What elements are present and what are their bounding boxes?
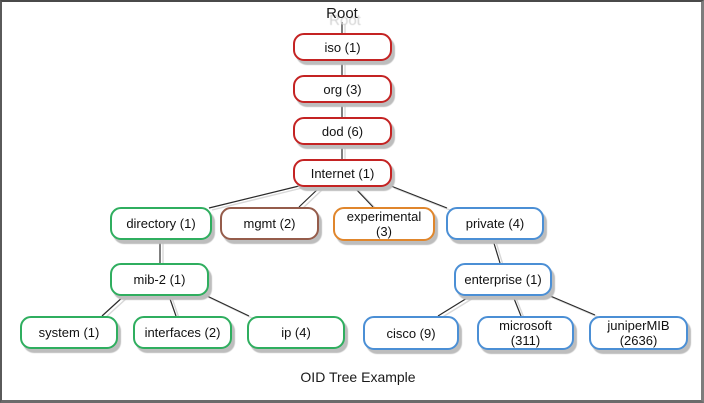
edge-internet-private [390, 185, 448, 209]
edge-shadow-mib2-interfaces [171, 297, 180, 319]
tree-node-experimental: experimental (3) [333, 207, 435, 241]
edge-mib2-system [101, 294, 126, 317]
tree-node-interfaces: interfaces (2) [133, 316, 232, 349]
edge-shadow-enterprise-microsoft [515, 297, 525, 319]
edge-shadow-internet-private [393, 187, 451, 211]
tree-node-microsoft: microsoft (311) [477, 316, 574, 350]
edge-enterprise-juniper [547, 294, 596, 316]
edge-enterprise-cisco [437, 294, 473, 317]
edge-shadow-internet-directory [211, 187, 303, 211]
tree-node-org: org (3) [293, 75, 392, 103]
tree-node-enterprise: enterprise (1) [454, 263, 552, 296]
diagram-caption: OID Tree Example [300, 369, 416, 385]
edge-shadow-mib2-system [104, 296, 129, 319]
edge-enterprise-microsoft [512, 295, 522, 317]
edge-internet-directory [208, 185, 300, 209]
tree-node-internet: Internet (1) [293, 159, 392, 187]
tree-node-juniper: juniperMIB (2636) [589, 316, 688, 350]
tree-node-iso: iso (1) [293, 33, 392, 61]
tree-node-ip: ip (4) [247, 316, 345, 349]
edge-internet-mgmt [298, 186, 321, 208]
tree-node-cisco: cisco (9) [363, 316, 459, 350]
edge-shadow-enterprise-cisco [440, 296, 476, 319]
edge-private-enterprise [492, 239, 501, 264]
root-node-label: Root [326, 5, 358, 22]
tree-node-system: system (1) [20, 316, 118, 349]
tree-node-dod: dod (6) [293, 117, 392, 145]
edge-shadow-private-enterprise [495, 241, 504, 266]
edge-shadow-enterprise-juniper [550, 296, 599, 318]
edge-shadow-internet-mgmt [301, 188, 324, 210]
tree-node-private: private (4) [446, 207, 544, 240]
tree-node-mgmt: mgmt (2) [220, 207, 319, 240]
tree-node-directory: directory (1) [110, 207, 212, 240]
edge-shadow-internet-experimental [356, 188, 377, 210]
edge-internet-experimental [353, 186, 374, 208]
edge-mib2-ip [204, 294, 250, 317]
edge-mib2-interfaces [168, 295, 177, 317]
tree-node-mib2: mib-2 (1) [110, 263, 209, 296]
